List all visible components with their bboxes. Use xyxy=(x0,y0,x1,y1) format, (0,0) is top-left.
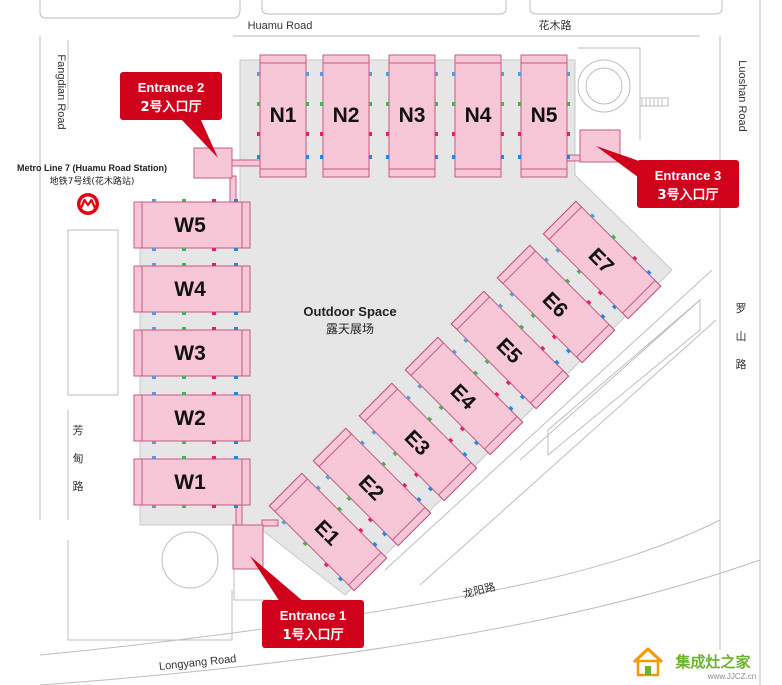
diagonal-road-b xyxy=(419,319,717,586)
hall-n2[interactable]: N2 xyxy=(322,54,370,178)
entrance-3-callout[interactable]: Entrance 3 3号入口厅 xyxy=(596,146,739,208)
diagonal-road-c xyxy=(519,299,701,461)
fangdian-road-label-cn-1: 芳 xyxy=(73,423,84,437)
block-top-left xyxy=(39,0,241,19)
rotunda-sw xyxy=(161,531,219,589)
west-halls: W5 W4 W3 W2 W1 xyxy=(133,201,251,506)
fangdian-road-label-cn-2: 甸 xyxy=(73,452,84,465)
metro-station-label: Metro Line 7 (Huamu Road Station) xyxy=(17,163,167,173)
hall-e7[interactable]: E7 xyxy=(541,199,663,321)
fangdian-road-label: Fangdian Road xyxy=(55,54,67,129)
hall-w4[interactable]: W4 xyxy=(133,265,251,313)
huamu-road-label: Huamu Road xyxy=(248,20,313,32)
hall-e4[interactable]: E4 xyxy=(403,335,525,457)
stair-ne xyxy=(641,99,663,106)
entrance-3-label-cn: 3号入口厅 xyxy=(657,188,718,203)
entrance-2-label: Entrance 2 xyxy=(138,80,204,95)
hall-w3[interactable]: W3 xyxy=(133,329,251,377)
corridor-entrance1 xyxy=(235,504,243,528)
hall-n3[interactable]: N3 xyxy=(388,54,436,178)
block-top-right xyxy=(529,0,723,15)
hall-w2[interactable]: W2 xyxy=(133,394,251,442)
entrance-3-label: Entrance 3 xyxy=(655,168,721,183)
north-hall-doors xyxy=(257,72,570,159)
fangdian-road-label-cn-3: 路 xyxy=(73,480,84,493)
west-hall-doors xyxy=(152,199,238,508)
entrance-2-badge xyxy=(120,72,222,120)
hall-e1[interactable]: E1 xyxy=(267,471,389,593)
block-west-small xyxy=(67,229,119,396)
hall-e2[interactable]: E2 xyxy=(311,426,433,548)
hall-label-w2: W2 xyxy=(174,407,206,430)
hall-w5[interactable]: W5 xyxy=(133,201,251,249)
block-top-mid xyxy=(261,0,507,15)
hall-e5[interactable]: E5 xyxy=(449,289,571,411)
luoshan-road-label-cn-2: 山 xyxy=(736,330,747,343)
entrance-2-pointer xyxy=(180,118,218,158)
entrance-1-callout[interactable]: Entrance 1 1号入口厅 xyxy=(250,556,364,648)
entrance-2-callout[interactable]: Entrance 2 2号入口厅 xyxy=(120,72,222,158)
corridor-entrance2-west xyxy=(229,175,237,203)
hall-label-w5: W5 xyxy=(174,214,206,237)
hall-e3[interactable]: E3 xyxy=(357,381,479,503)
block-sw xyxy=(67,540,233,641)
longyang-road-south xyxy=(39,559,761,685)
metro-station-label-cn: 地铁7号线(花木路站) xyxy=(50,175,135,187)
luoshan-road-label-cn-3: 路 xyxy=(736,358,747,371)
east-halls: E1 E2 E3 E4 xyxy=(267,199,663,593)
longyang-road-north xyxy=(39,519,721,656)
hall-label-n1: N1 xyxy=(270,104,297,127)
house-logo-icon xyxy=(632,647,664,677)
hall-label-w1: W1 xyxy=(174,471,206,494)
road-network xyxy=(39,0,761,685)
outdoor-space-label-cn: 露天展场 xyxy=(326,322,374,336)
rotunda-base xyxy=(578,47,641,140)
corridors xyxy=(229,154,583,528)
hall-n1[interactable]: N1 xyxy=(259,54,307,178)
hall-label-w3: W3 xyxy=(174,342,206,365)
entrance-3-badge xyxy=(637,160,739,208)
corridor-entrance2-north xyxy=(231,159,261,167)
corridor-entrance1-east xyxy=(261,519,279,527)
entrance-2-label-cn: 2号入口厅 xyxy=(140,100,201,115)
rotunda-ne xyxy=(577,59,631,113)
entrance-1-label: Entrance 1 xyxy=(280,608,346,623)
longyang-road-label: Longyang Road xyxy=(158,653,237,673)
diagonal-road-a xyxy=(384,269,713,571)
entrance-1-label-cn: 1号入口厅 xyxy=(282,628,343,643)
hall-label-n4: N4 xyxy=(465,104,492,127)
watermark-name: 集成灶之家 xyxy=(674,653,750,671)
watermark: 集成灶之家 www.JJCZ.cn xyxy=(632,647,756,681)
hall-w1[interactable]: W1 xyxy=(133,458,251,506)
block-south-mid xyxy=(233,570,272,601)
huamu-road-label-cn: 花木路 xyxy=(539,19,572,32)
entrance-hall-3[interactable] xyxy=(579,129,621,163)
luoshan-road-label-cn-1: 罗 xyxy=(736,302,747,315)
hall-label-n3: N3 xyxy=(399,104,426,127)
hall-label-n5: N5 xyxy=(531,104,558,127)
hall-label-n2: N2 xyxy=(333,104,360,127)
entrance-hall-1[interactable] xyxy=(232,524,264,570)
luoshan-road-label: Luoshan Road xyxy=(736,60,748,132)
entrance-3-pointer xyxy=(596,146,642,180)
hall-n4[interactable]: N4 xyxy=(454,54,502,178)
hall-label-w4: W4 xyxy=(174,278,206,301)
hall-e6[interactable]: E6 xyxy=(495,243,617,365)
watermark-url: www.JJCZ.cn xyxy=(707,672,756,681)
north-halls: N1 N2 N3 N4 N5 xyxy=(259,54,568,178)
longyang-road-label-cn: 龙阳路 xyxy=(462,580,497,601)
east-block xyxy=(547,298,701,457)
outdoor-space-label: Outdoor Space xyxy=(303,304,396,319)
metro-logo-icon xyxy=(77,193,99,215)
entrance-1-badge xyxy=(262,600,364,648)
hall-n5[interactable]: N5 xyxy=(520,54,568,178)
entrance-1-pointer xyxy=(250,556,304,602)
